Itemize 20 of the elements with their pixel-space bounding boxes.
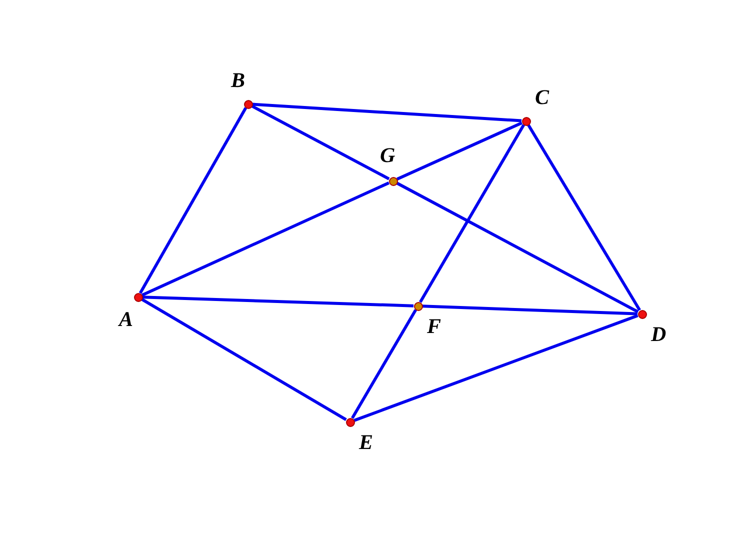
line-segment <box>141 298 347 421</box>
point-label: A <box>119 308 134 330</box>
line-segment <box>142 296 414 308</box>
line-segment <box>251 104 390 180</box>
line-segment <box>422 304 638 316</box>
point-label: B <box>231 69 246 91</box>
line-segment <box>350 309 418 419</box>
line-segment <box>354 314 638 422</box>
line-segment <box>527 124 641 311</box>
line-segment <box>141 182 390 296</box>
point-label: F <box>427 315 442 337</box>
line-segment <box>418 124 526 303</box>
line-segment <box>252 102 522 122</box>
line-segment <box>138 107 248 294</box>
line-segment <box>396 121 523 181</box>
point-label: E <box>359 431 374 453</box>
point-label: C <box>535 86 550 108</box>
point-label: D <box>651 323 666 345</box>
point-label: G <box>380 144 396 166</box>
line-segment <box>396 182 639 314</box>
